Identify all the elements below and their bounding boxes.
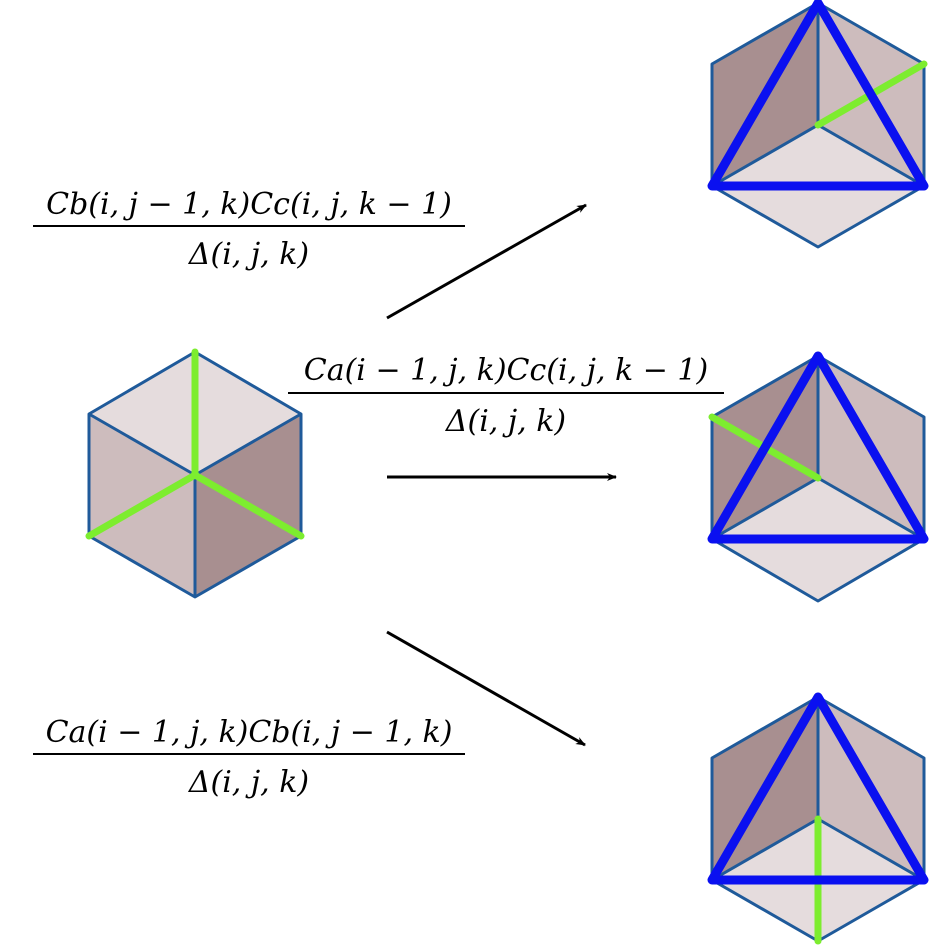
label-bottom-denominator: Δ(i, j, k) (188, 765, 309, 800)
bottom-inner-edge (711, 817, 819, 882)
label-middle-denominator: Δ(i, j, k) (445, 404, 566, 439)
result-hexagon-bottom (707, 692, 929, 945)
initial-inner-edge (88, 412, 196, 477)
label-middle: Ca(i − 1, j, k)Cc(i, j, k − 1) Δ(i, j, k… (288, 353, 724, 439)
bottom-blue-triangle (707, 692, 929, 885)
top-blue-triangle (707, 0, 929, 191)
initial-green-edge (191, 471, 305, 540)
initial-green-edge (85, 471, 199, 540)
label-top: Cb(i, j − 1, k)Cc(i, j, k − 1) Δ(i, j, k… (33, 187, 465, 272)
initial-inner-edge (194, 412, 302, 477)
result-hexagon-top (707, 0, 929, 249)
top-inner-edge (817, 123, 925, 188)
arrow-to-bottom (386, 630, 586, 747)
top-inner-edge (711, 123, 819, 188)
middle-inner-edge (817, 476, 925, 541)
label-bottom-numerator: Ca(i − 1, j, k)Cb(i, j − 1, k) (46, 715, 453, 750)
result-hexagon-middle (707, 351, 929, 603)
arrow-to-top (386, 203, 587, 320)
bottom-inner-edge (817, 817, 925, 882)
middle-inner-edge (711, 476, 819, 541)
label-middle-numerator: Ca(i − 1, j, k)Cc(i, j, k − 1) (304, 353, 708, 388)
label-bottom: Ca(i − 1, j, k)Cb(i, j − 1, k) Δ(i, j, k… (33, 715, 465, 800)
initial-hexagon (85, 348, 305, 599)
middle-blue-triangle (707, 351, 929, 544)
label-top-numerator: Cb(i, j − 1, k)Cc(i, j, k − 1) (46, 187, 452, 222)
label-top-denominator: Δ(i, j, k) (188, 237, 309, 272)
